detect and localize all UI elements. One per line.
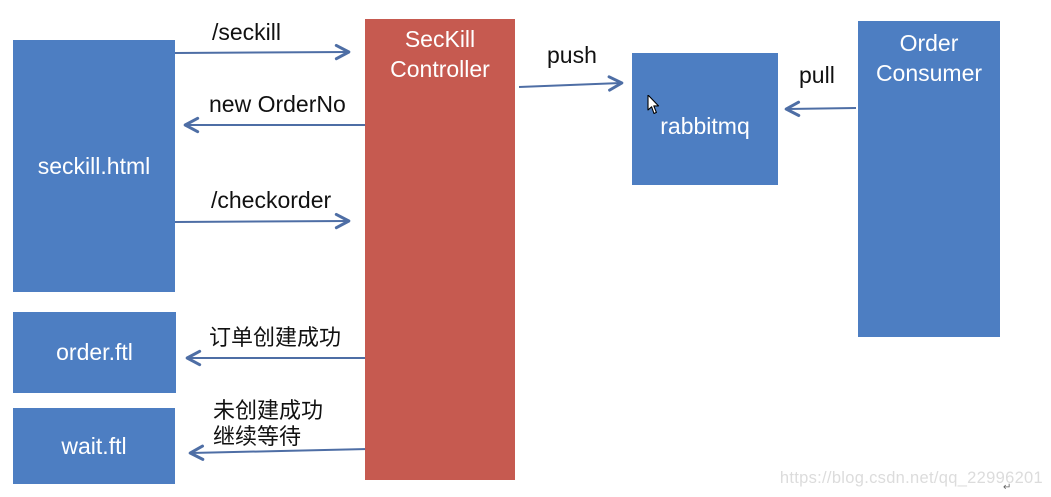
return-mark: ↵ (1003, 482, 1012, 493)
node-rabbitmq-label: rabbitmq (660, 112, 750, 139)
node-wait-ftl: wait.ftl (13, 408, 175, 484)
edge-label-check-order: /checkorder (211, 187, 332, 213)
edge-label-new-orderno: new OrderNo (209, 91, 346, 117)
edge-label-seckill-request: /seckill (212, 19, 282, 45)
node-wait-ftl-label: wait.ftl (61, 432, 127, 459)
edge-label-order-waiting-line2: 继续等待 (213, 424, 302, 449)
arrow-push (518, 75, 624, 92)
edge-label-pull: pull (799, 62, 835, 88)
edge-label-push: push (547, 42, 597, 68)
node-order-ftl-label: order.ftl (56, 339, 133, 365)
node-seckill-controller-label-line1: SecKill (404, 26, 476, 52)
edge-label-order-created: 订单创建成功 (209, 325, 342, 350)
node-order-ftl: order.ftl (13, 312, 176, 393)
node-seckill-controller-label-line2: Controller (390, 55, 490, 82)
node-seckill-html-label: seckill.html (37, 152, 151, 179)
arrow-pull (784, 100, 857, 117)
mouse-cursor-icon (647, 95, 660, 115)
node-order-consumer-label-line1: Order (899, 30, 959, 56)
edge-label-order-waiting: 未创建成功 继续等待 (213, 398, 323, 450)
node-order-consumer: Order Consumer (858, 21, 1000, 337)
arrow-check-order (174, 212, 351, 230)
edge-label-order-waiting-line1: 未创建成功 (213, 398, 324, 423)
node-seckill-controller: SecKill Controller (365, 19, 515, 480)
node-rabbitmq: rabbitmq (632, 53, 778, 185)
node-order-consumer-label-line2: Consumer (875, 59, 983, 86)
arrow-seckill-request (174, 43, 351, 61)
node-seckill-html: seckill.html (13, 40, 175, 292)
csdn-watermark: https://blog.csdn.net/qq_22996201 (779, 469, 1043, 487)
